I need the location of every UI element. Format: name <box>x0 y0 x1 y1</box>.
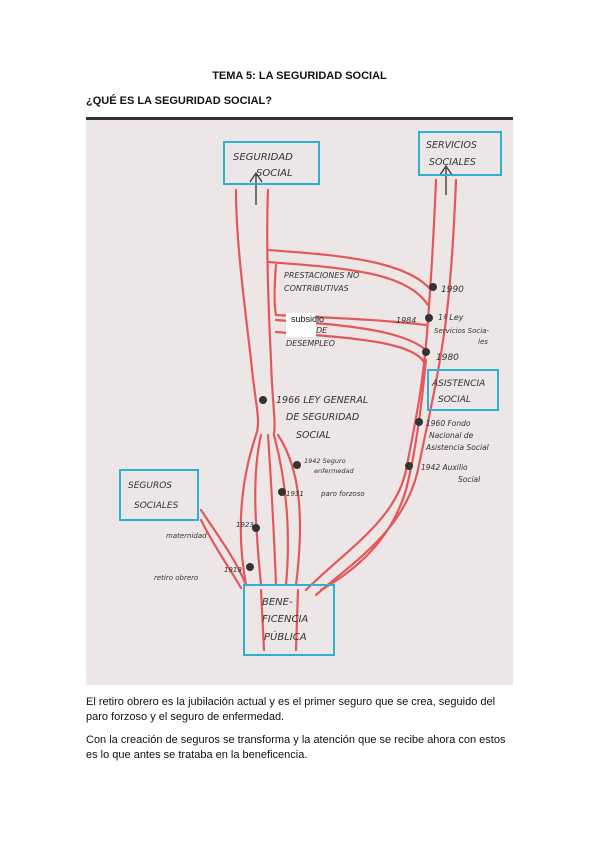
ley-servicios-line2: Servicios Socia- <box>434 327 489 335</box>
paragraph-1: El retiro obrero es la jubilación actual… <box>86 696 496 723</box>
fondo-line2: Nacional de <box>429 431 474 440</box>
desempleo-line2: DESEMPLEO <box>286 339 335 348</box>
servicios-sociales-line2: SOCIALES <box>429 157 476 168</box>
box-beneficencia-publica <box>243 584 335 656</box>
box-asistencia-social <box>427 369 499 411</box>
ley-general-line1: 1966 LEY GENERAL <box>276 395 368 406</box>
subsidio-label: subsidio <box>291 314 324 324</box>
dot-1966 <box>259 396 267 404</box>
ley-servicios-line3: les <box>478 338 488 346</box>
section-heading: ¿QUÉ ES LA SEGURIDAD SOCIAL? <box>86 95 272 107</box>
diagram-figure: SEGURIDAD SOCIAL SERVICIOS SOCIALES ASIS… <box>86 117 513 685</box>
year-1990: 1990 <box>441 285 464 295</box>
paragraph-2: Con la creación de seguros se transforma… <box>86 734 506 761</box>
arrow-up-icon <box>439 164 453 195</box>
seguros-sociales-line2: SOCIALES <box>134 501 179 511</box>
ley-general-line3: SOCIAL <box>296 430 331 441</box>
asistencia-social-line1: ASISTENCIA <box>431 379 485 389</box>
dot-1931 <box>278 488 286 496</box>
seguridad-social-diagram: SEGURIDAD SOCIAL SERVICIOS SOCIALES ASIS… <box>119 131 502 656</box>
desempleo-line1: DE <box>316 326 328 335</box>
ley-general-line2: DE SEGURIDAD <box>286 412 359 423</box>
diagram-lines <box>199 178 458 652</box>
dot-1980 <box>422 348 430 356</box>
arrows <box>249 164 453 205</box>
seguro-enfermedad-line2: enfermedad <box>314 467 355 475</box>
retiro-obrero-label: retiro obrero <box>154 574 198 582</box>
boxes <box>119 131 502 656</box>
dot-1942-seguro <box>293 461 301 469</box>
dot-1923 <box>252 524 260 532</box>
maternidad-label: maternidad <box>166 532 207 540</box>
seguros-sociales-line1: SEGUROS <box>128 481 172 491</box>
page-title: TEMA 5: LA SEGURIDAD SOCIAL <box>212 70 387 82</box>
year-1931: 1931 <box>286 490 304 498</box>
seguro-enfermedad-line1: 1942 Seguro <box>304 457 346 465</box>
fondo-line3: Asistencia Social <box>425 443 490 452</box>
dot-1942-auxilio <box>405 462 413 470</box>
prestaciones-line2: CONTRIBUTIVAS <box>284 284 349 293</box>
year-1984: 1984 <box>396 316 416 325</box>
box-servicios-sociales <box>418 131 502 176</box>
dot-1984 <box>425 314 433 322</box>
dot-1960 <box>415 418 423 426</box>
prestaciones-line1: PRESTACIONES NO <box>284 271 359 280</box>
dot-1990 <box>429 283 437 291</box>
year-1923: 1923 <box>236 521 254 529</box>
seguridad-social-line1: SEGURIDAD <box>233 152 293 163</box>
year-1980: 1980 <box>436 353 459 363</box>
subsidio-patch <box>286 313 316 337</box>
arrow-up-icon <box>249 171 263 205</box>
auxilio-line1: 1942 Auxilio <box>421 463 468 472</box>
beneficencia-line2: FICENCIA <box>262 614 308 625</box>
ley-servicios-line1: 1ª Ley <box>438 313 464 322</box>
auxilio-line2: Social <box>458 475 481 484</box>
box-seguros-sociales <box>119 469 199 521</box>
fondo-line1: 1960 Fondo <box>426 419 471 428</box>
servicios-sociales-line1: SERVICIOS <box>426 140 477 151</box>
dots <box>246 283 437 571</box>
beneficencia-line1: BENE- <box>262 597 293 608</box>
seguridad-social-line2: SOCIAL <box>256 168 293 179</box>
asistencia-social-line2: SOCIAL <box>438 395 471 405</box>
dot-1919 <box>246 563 254 571</box>
paro-forzoso-label: paro forzoso <box>320 490 365 498</box>
year-1919: 1919 <box>224 566 242 574</box>
box-seguridad-social <box>223 141 320 185</box>
beneficencia-line3: PÚBLICA <box>264 630 307 643</box>
